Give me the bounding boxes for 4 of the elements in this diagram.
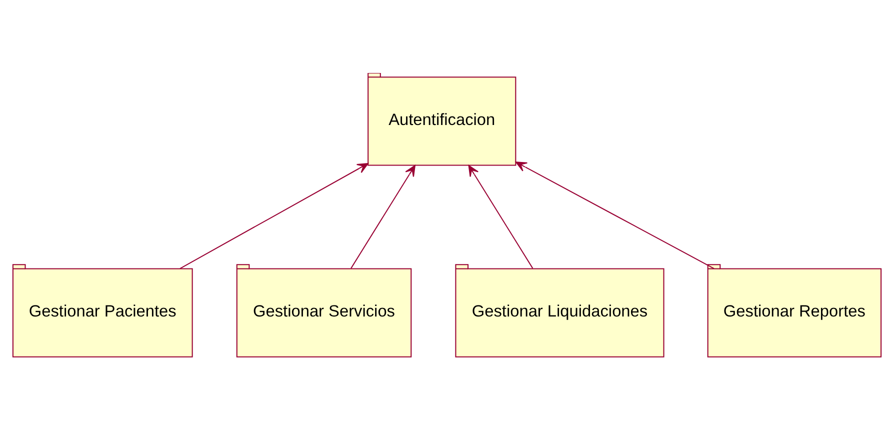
arrow — [180, 162, 369, 268]
arrow — [515, 161, 714, 268]
arrow — [468, 164, 534, 268]
arrow — [350, 164, 416, 268]
